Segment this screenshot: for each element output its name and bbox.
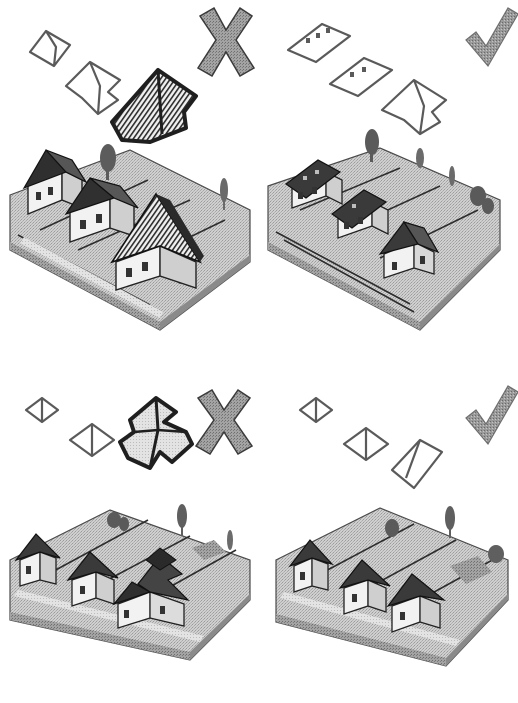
panel-top-left — [10, 8, 254, 330]
pyramid-roof-outline-icon — [300, 398, 332, 422]
complex-hip-roof-outline-icon — [120, 398, 192, 468]
tree-icon — [449, 166, 455, 186]
neighborhood-block — [268, 129, 500, 330]
cross-gable-roof-outline-icon — [382, 80, 446, 134]
pyramid-roof-outline-icon — [344, 428, 388, 460]
check-icon — [466, 386, 518, 444]
roof-outline-icons — [26, 398, 114, 456]
roof-outline-icons — [288, 24, 446, 134]
steep-hip-roof-outline-icon — [112, 70, 196, 142]
gable-roof-with-dormers-outline-icon — [288, 24, 350, 62]
panel-bottom-right — [276, 386, 518, 666]
neighborhood-block — [10, 144, 250, 330]
gable-roof-with-dormers-outline-icon — [330, 58, 392, 96]
tree-icon — [177, 504, 187, 536]
roof-outline-icons — [300, 398, 442, 488]
neighborhood-block — [276, 506, 508, 666]
tree-icon — [488, 545, 504, 563]
tree-icon — [227, 530, 233, 550]
cross-icon — [196, 390, 252, 454]
panel-bottom-left — [10, 390, 252, 660]
check-icon — [466, 8, 518, 66]
pyramid-roof-outline-icon — [26, 398, 58, 422]
cross-gable-roof-outline-icon — [66, 62, 120, 114]
tree-icon — [445, 506, 455, 538]
hip-roof-outline-icon — [392, 440, 442, 488]
tree-icon — [385, 519, 399, 537]
neighborhood-block — [10, 504, 250, 660]
pyramid-roof-outline-icon — [70, 424, 114, 456]
panel-top-right — [268, 8, 518, 330]
tree-icon — [416, 148, 424, 168]
gable-roof-outline-icon — [30, 31, 70, 66]
cross-icon — [198, 8, 254, 76]
roof-outline-icons — [30, 31, 120, 114]
